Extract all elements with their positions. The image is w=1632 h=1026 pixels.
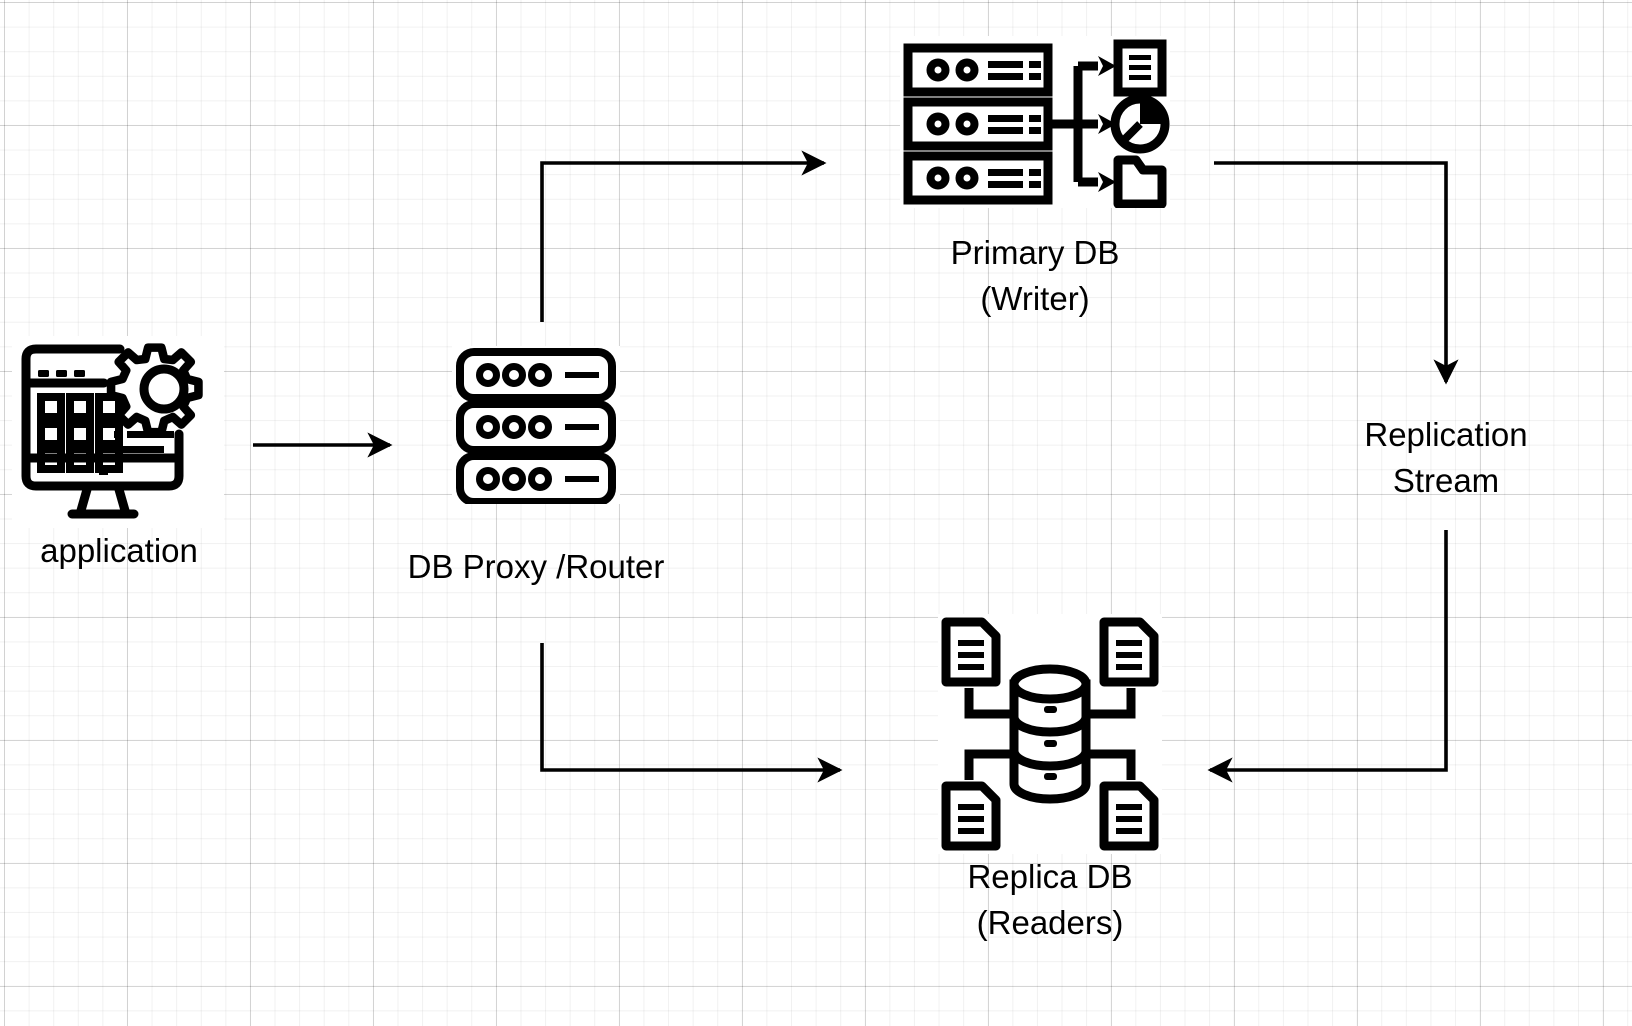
server-stack-icon <box>452 346 620 504</box>
replica-document-top-left <box>941 617 1001 687</box>
server-rack-3 <box>456 452 616 504</box>
node-db-proxy[interactable]: DB Proxy /Router <box>408 346 664 585</box>
document-icon <box>1113 39 1167 97</box>
server-rack-1 <box>456 348 616 402</box>
node-primary-db[interactable]: Primary DB (Writer) <box>900 36 1170 317</box>
node-label-application: application <box>40 532 198 569</box>
replica-database-icon <box>938 614 1162 854</box>
folder-icon <box>1113 155 1167 208</box>
primary-database-icon <box>900 36 1170 208</box>
node-label-primary-db: Primary DB (Writer) <box>950 234 1120 317</box>
database-cylinder-icon <box>1009 664 1091 804</box>
edge-proxy-to-primary <box>540 150 827 322</box>
power-dot <box>99 467 108 475</box>
monitor-gear-icon <box>12 336 224 528</box>
replica-document-bottom-right <box>1099 781 1159 851</box>
replica-document-bottom-left <box>941 781 1001 851</box>
window-dots <box>38 370 85 377</box>
node-label-replication-stream: Replication Stream <box>1364 416 1528 499</box>
node-label-replica-db: Replica DB (Readers) <box>967 858 1133 941</box>
primary-branch-connector <box>1050 61 1098 187</box>
node-application[interactable]: application <box>12 336 224 569</box>
server-rack-2 <box>456 400 616 454</box>
replica-arrows <box>964 688 1136 780</box>
node-label-db-proxy: DB Proxy /Router <box>407 548 665 585</box>
primary-server-stack <box>903 43 1053 205</box>
edge-replication-to-replica <box>1207 530 1448 783</box>
pie-chart-icon <box>1110 94 1170 154</box>
gear-icon <box>106 343 203 437</box>
node-replication-stream[interactable]: Replication Stream <box>1340 412 1552 508</box>
edge-primary-to-replication <box>1214 161 1459 385</box>
replica-document-top-right <box>1099 617 1159 687</box>
node-replica-db[interactable]: Replica DB (Readers) <box>938 614 1162 941</box>
edge-proxy-to-replica <box>540 643 843 783</box>
primary-branch-arrowheads <box>1098 56 1116 192</box>
